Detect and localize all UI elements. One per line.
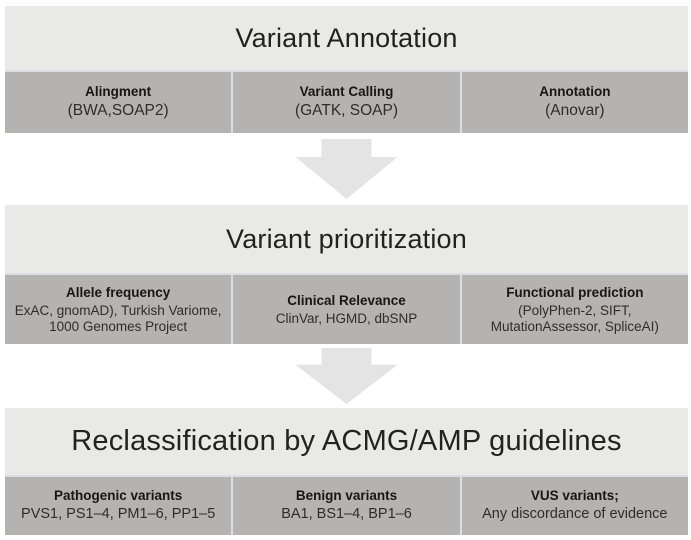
column-header: Benign variants [295,488,398,504]
detail-line: ExAC, gnomAD), Turkish Variome, [14,302,222,318]
column-detail: BA1, BS1–4, BP1–6 [281,506,412,523]
stage-variant-annotation: Variant Annotation Alingment (BWA,SOAP2)… [5,6,688,133]
column-header: Variant Calling [299,84,394,100]
stage-column-vus-variants: VUS variants; Any discordance of evidenc… [461,477,688,535]
column-detail: PVS1, PS1–4, PM1–6, PP1–5 [21,506,216,523]
stage-title: Reclassification by ACMG/AMP guidelines [5,408,688,475]
stage-columns: Allele frequency ExAC, gnomAD), Turkish … [5,275,688,344]
stage-column-clinical-relevance: Clinical Relevance ClinVar, HGMD, dbSNP [233,275,460,344]
column-header: Annotation [539,84,611,100]
column-header: VUS variants; [530,488,619,504]
column-header: Alingment [85,84,152,100]
column-header: Clinical Relevance [287,292,406,308]
stage-column-benign-variants: Benign variants BA1, BS1–4, BP1–6 [233,477,460,535]
column-detail: (BWA,SOAP2) [67,102,169,120]
column-detail: (GATK, SOAP) [294,102,399,120]
column-detail: ExAC, gnomAD), Turkish Variome, 1000 Gen… [15,303,222,335]
stage-reclassification: Reclassification by ACMG/AMP guidelines … [5,408,688,535]
stage-title: Variant Annotation [5,6,688,70]
detail-line: 1000 Genomes Project [49,318,188,334]
down-arrow-icon [296,139,398,199]
column-detail: Any discordance of evidence [482,506,668,523]
stage-column-allele-frequency: Allele frequency ExAC, gnomAD), Turkish … [5,275,232,344]
detail-line: (PolyPhen-2, SIFT, [518,302,632,318]
column-detail: (PolyPhen-2, SIFT, MutationAssessor, Spl… [491,303,659,335]
stage-column-functional-prediction: Functional prediction (PolyPhen-2, SIFT,… [461,275,688,344]
stage-column-annotation: Annotation (Anovar) [461,72,688,133]
stage-columns: Pathogenic variants PVS1, PS1–4, PM1–6, … [5,477,688,535]
stage-variant-prioritization: Variant prioritization Allele frequency … [5,205,688,344]
connector [5,344,688,408]
column-header: Pathogenic variants [54,488,183,504]
connector [5,133,688,205]
detail-line: MutationAssessor, SpliceAI) [490,318,659,334]
column-header: Allele frequency [66,284,171,300]
stage-columns: Alingment (BWA,SOAP2) Variant Calling (G… [5,72,688,133]
column-detail: (Anovar) [545,102,605,120]
column-header: Functional prediction [506,284,644,300]
stage-title: Variant prioritization [5,205,688,273]
column-detail: ClinVar, HGMD, dbSNP [275,310,418,326]
stage-column-variant-calling: Variant Calling (GATK, SOAP) [233,72,460,133]
stage-column-pathogenic-variants: Pathogenic variants PVS1, PS1–4, PM1–6, … [5,477,232,535]
stage-column-alignment: Alingment (BWA,SOAP2) [5,72,232,133]
down-arrow-icon [296,348,398,404]
